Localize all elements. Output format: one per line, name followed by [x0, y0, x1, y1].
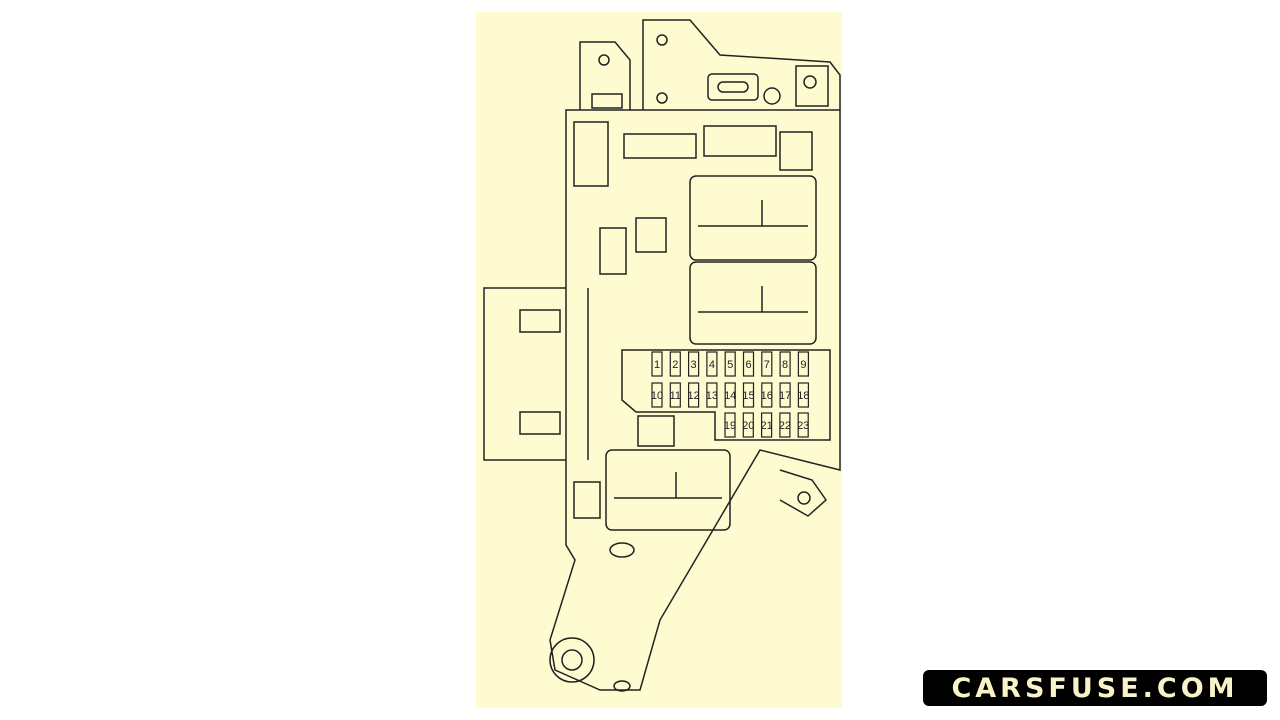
fuse-slot: [669, 382, 681, 408]
fuse-label: 15: [742, 390, 754, 402]
fuse-label: 13: [706, 390, 718, 402]
fuse-label: 6: [745, 359, 751, 371]
fuse-slot: [797, 412, 809, 438]
fuse-label: 1: [654, 359, 660, 371]
fuse-slot: [742, 382, 755, 408]
fuse-label: 12: [687, 390, 699, 402]
fuse-label: 7: [764, 359, 770, 371]
fuse-slot: [724, 412, 736, 438]
fuse-slot: [761, 382, 773, 408]
fuse-label: 16: [761, 390, 773, 402]
fuse-label: 17: [779, 390, 791, 402]
fuse-label: 11: [670, 390, 681, 402]
fuse-label: 20: [742, 420, 754, 432]
fuse-slot: [724, 351, 736, 377]
fuse-slot: [706, 351, 718, 377]
fuse-label: 19: [724, 420, 736, 432]
fuse-slot: [779, 412, 791, 438]
fuse-label: 4: [709, 359, 715, 371]
watermark-text: CARSFUSE.COM: [951, 672, 1239, 704]
fuse-slot: [760, 412, 773, 438]
fuse-slot: [706, 382, 718, 408]
fuse-label: 3: [691, 359, 697, 371]
fuse-slot: [651, 382, 663, 408]
fuse-box-outline: [483, 19, 841, 692]
fuse-slot: [779, 382, 791, 408]
fuse-slot: [742, 351, 755, 377]
fuse-label: 18: [797, 390, 809, 402]
fuse-slot: [797, 351, 810, 377]
fuse-slot: [651, 351, 663, 377]
fuse-slot: [724, 382, 736, 408]
fuse-slot: [797, 382, 810, 408]
fuse-label: 2: [672, 359, 678, 371]
fuse-label: 14: [724, 390, 736, 402]
fuse-slot: [761, 351, 773, 377]
fuse-slot: [742, 412, 754, 438]
fuse-slot: [779, 351, 791, 377]
fuse-label: 5: [727, 359, 733, 371]
fuse-slot: [669, 351, 681, 377]
fuse-label: 10: [651, 390, 663, 402]
watermark-logo: CARSFUSE.COM: [923, 670, 1267, 706]
fuse-label: 9: [800, 359, 806, 371]
fuse-slot: [687, 382, 700, 408]
fuse-label: 8: [782, 359, 788, 371]
fuse-label: 22: [779, 420, 791, 432]
fuse-slot: [687, 351, 700, 377]
diagram-background: [476, 12, 842, 708]
fuse-label: 21: [760, 420, 772, 432]
fuse-label: 23: [797, 420, 809, 432]
